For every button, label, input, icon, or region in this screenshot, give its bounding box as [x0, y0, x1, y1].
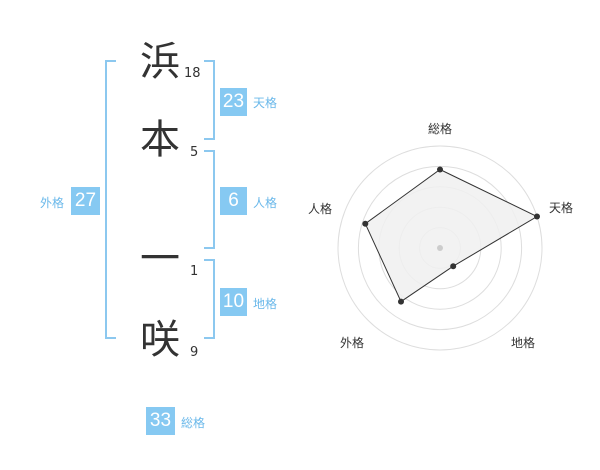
- stroke-count-2: 5: [190, 145, 199, 160]
- chikaku-label: 地格: [253, 297, 278, 311]
- radar-point-5: [362, 220, 369, 227]
- soukaku-value: 33: [146, 407, 175, 435]
- radar-point-3: [450, 263, 457, 270]
- name-char-2: 本: [140, 117, 180, 163]
- radar-ring-4: [357, 165, 523, 331]
- tenkaku-bracket: [204, 60, 215, 140]
- radar-point-1: [437, 166, 443, 173]
- stroke-count-3: 1: [190, 264, 199, 279]
- tenkaku-value: 23: [220, 88, 247, 116]
- radar-point-4: [398, 298, 404, 305]
- radar-center-dot: [437, 245, 443, 251]
- stroke-count-4: 9: [190, 345, 199, 360]
- radar-point-2: [534, 213, 540, 220]
- radar-label-gaikaku: 外格: [340, 336, 365, 350]
- gaikaku-bracket: [105, 60, 116, 339]
- gaikaku-value: 27: [71, 187, 100, 215]
- chikaku-bracket: [204, 259, 215, 339]
- radar-label-chikaku: 地格: [511, 336, 536, 350]
- jinkaku-bracket: [204, 150, 215, 249]
- radar-label-tenkaku: 天格: [549, 201, 574, 215]
- chikaku-value: 10: [220, 288, 247, 316]
- radar-ring-5: [337, 145, 543, 351]
- name-char-4: 咲: [140, 317, 180, 363]
- radar-polygon: [364, 168, 539, 303]
- jinkaku-label: 人格: [253, 196, 278, 210]
- jinkaku-value: 6: [220, 187, 247, 215]
- name-char-1: 浜: [140, 39, 180, 85]
- radar-label-soukaku: 総格: [428, 122, 453, 136]
- name-char-3: 一: [140, 236, 180, 282]
- soukaku-label: 総格: [181, 416, 206, 430]
- radar-label-jinkaku: 人格: [308, 202, 333, 216]
- tenkaku-label: 天格: [253, 96, 278, 110]
- gaikaku-label: 外格: [40, 196, 65, 210]
- stroke-count-1: 18: [184, 66, 201, 81]
